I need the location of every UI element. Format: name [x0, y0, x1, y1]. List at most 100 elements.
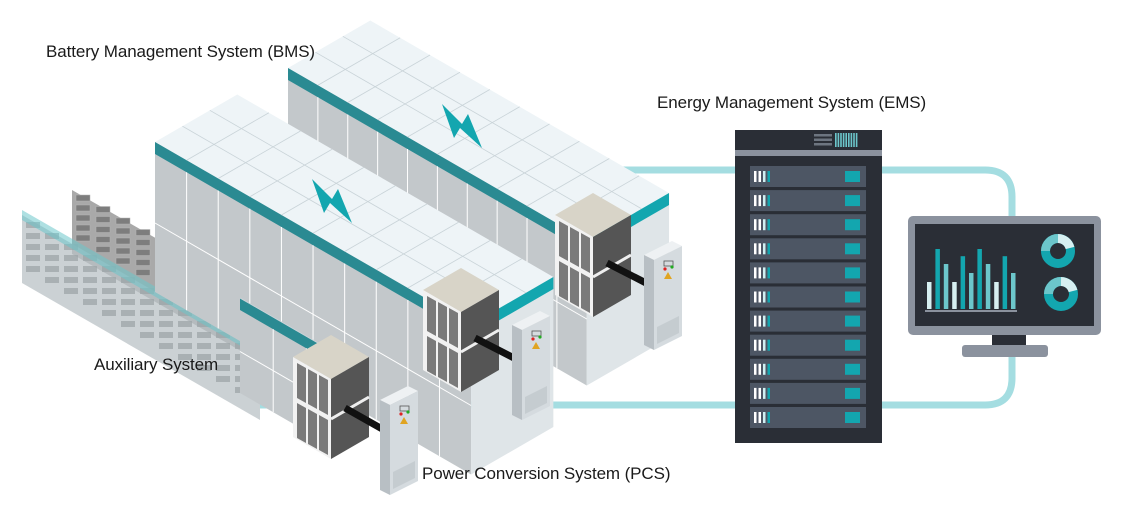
cabinet-side: [380, 400, 390, 495]
warning-icon: [664, 272, 672, 279]
cabinet-gauge: [663, 260, 674, 267]
grid-line: [377, 71, 461, 121]
rack-unit-led: [767, 315, 770, 327]
rack-unit-led: [763, 315, 766, 327]
aux-rack-slot: [216, 354, 230, 360]
grid-line: [347, 54, 431, 103]
rack-vent-bar: [835, 133, 837, 147]
lightning-icon: [442, 104, 482, 148]
pcs-vent: [449, 308, 458, 348]
monitor-neck: [992, 333, 1026, 345]
rack-unit-led: [758, 243, 761, 255]
rack-unit: [750, 286, 866, 308]
rack-header-strip: [735, 150, 882, 156]
rack-unit: [750, 238, 866, 260]
rack-unit-led: [763, 363, 766, 375]
rack-vent-bar: [840, 133, 842, 147]
cabinet-top: [644, 241, 682, 260]
rack-unit-led: [767, 267, 770, 279]
rack-unit: [750, 214, 866, 236]
monitor-donut-segment: [1044, 277, 1062, 295]
warning-icon: [532, 342, 540, 349]
rack-unit-led: [767, 243, 770, 255]
container-teal-band: [155, 142, 472, 337]
rack-unit: [750, 262, 866, 284]
aux-rack-slot: [115, 247, 131, 255]
monitor-donut-segment: [1041, 234, 1059, 252]
rack-vent-bar: [842, 133, 845, 147]
pcs-vent: [581, 273, 590, 313]
grid-line: [249, 148, 333, 198]
pcs-vent: [319, 375, 328, 415]
rack-unit-led: [767, 363, 770, 375]
pcs-cube: [423, 268, 500, 392]
aux-rack-slot: [121, 321, 135, 327]
aux-rack-slot: [197, 343, 211, 349]
grid-line: [376, 221, 459, 271]
aux-rack-slot: [45, 277, 59, 283]
aux-rack-slot: [64, 255, 78, 261]
aux-rack-slot: [83, 299, 97, 305]
rack-unit-led: [767, 171, 770, 182]
pcs-vent: [438, 302, 447, 342]
rack-unit-led: [763, 195, 766, 207]
aux-rack-slot: [102, 299, 116, 305]
rack-unit: [750, 358, 866, 380]
pcs-units: [293, 193, 682, 495]
aux-rack-slot: [75, 234, 91, 242]
monitor-donut-segment: [1057, 234, 1075, 250]
rack-unit-indicator: [845, 171, 860, 182]
rack-unit-led: [763, 219, 766, 231]
aux-rack-slot: [135, 229, 151, 236]
rack-unit-led: [758, 363, 761, 375]
rack-unit-led: [763, 412, 766, 423]
monitor-stand: [962, 345, 1048, 357]
cabinet-red-button: [663, 267, 667, 271]
rack-unit-led: [763, 339, 766, 351]
rack-unit-led: [763, 387, 766, 399]
aux-rack-slot: [115, 237, 131, 245]
cabinet-top: [512, 311, 550, 330]
rack-vent-slot: [814, 134, 832, 137]
aux-rack-slot: [178, 343, 192, 349]
aux-rack-slot: [102, 277, 116, 283]
aux-rack-slot: [178, 354, 192, 360]
bms-label: Battery Management System (BMS): [46, 42, 315, 61]
aux-rack-slot: [95, 236, 111, 243]
grid-line: [344, 203, 428, 252]
pcs-vent: [438, 342, 447, 382]
aux-rack-slot: [102, 310, 116, 316]
rack-unit-led: [754, 363, 757, 375]
rack-unit-led: [754, 267, 757, 279]
aux-rack-slot: [197, 354, 211, 360]
power-cable: [343, 404, 386, 434]
rack-unit-led: [754, 339, 757, 351]
aux-rack-slot: [26, 244, 40, 250]
aux-rack-slot: [95, 216, 111, 223]
aux-rack-slot: [75, 204, 91, 212]
monitor-bar: [969, 273, 974, 309]
rack-unit-led: [767, 195, 770, 207]
grid-line: [342, 35, 642, 210]
rack-unit-led: [763, 171, 766, 182]
monitor-chart-axis: [925, 310, 1017, 312]
grid-line: [467, 123, 550, 172]
rack-vent-slot: [814, 138, 832, 141]
rack-unit-led: [767, 219, 770, 231]
aux-rack-slot: [26, 255, 40, 261]
rack-vent-bar: [853, 133, 855, 147]
aux-rack-slot: [178, 321, 192, 327]
rack-vent-bar: [848, 133, 850, 147]
control-cabinet: [644, 241, 682, 350]
rack-vent-bar: [855, 133, 858, 147]
grid-line: [437, 106, 520, 155]
aux-rack-slot: [159, 343, 173, 349]
monitor-bar: [943, 264, 949, 309]
rack-unit-led: [758, 291, 761, 303]
pcs-vent: [449, 348, 458, 388]
rack-unit-led: [754, 291, 757, 303]
aux-rack-slot: [83, 277, 97, 283]
rack-unit-indicator: [845, 291, 860, 303]
rack-unit-led: [758, 171, 761, 182]
aux-rack-slot: [26, 233, 40, 239]
